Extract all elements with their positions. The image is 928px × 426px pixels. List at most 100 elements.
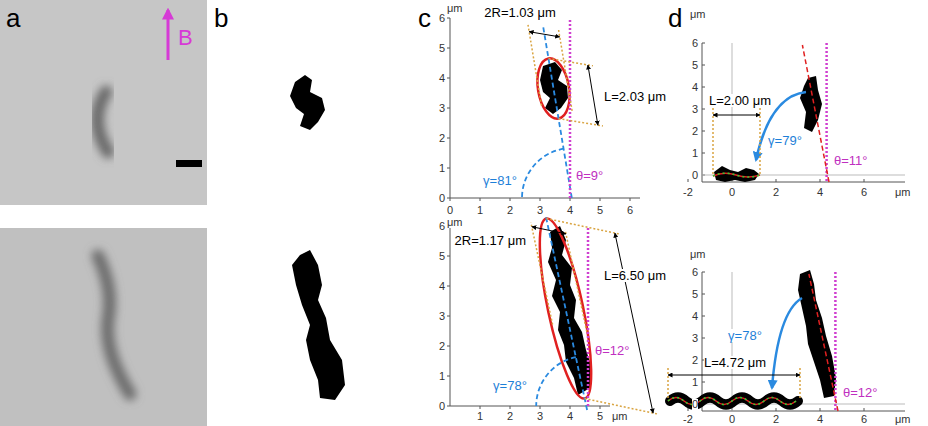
tick-label: 1 — [439, 163, 445, 174]
tick-label: 4 — [817, 414, 823, 425]
tick-label: 1 — [692, 148, 698, 159]
cell-axis — [546, 216, 587, 410]
dimension-label: 2R=1.03 μm — [484, 6, 555, 19]
angle-label: θ=11° — [834, 154, 868, 167]
field-arrow — [167, 10, 170, 60]
tick-label: 4 — [692, 311, 698, 322]
tick-label: 2 — [773, 187, 779, 198]
axis-unit: μm — [690, 249, 706, 260]
panel-letter: d — [668, 5, 682, 31]
dimension-arrow — [532, 227, 566, 234]
field-direction — [825, 43, 828, 182]
tick-label: -2 — [683, 187, 693, 198]
cell-silhouette — [548, 226, 592, 395]
tick-label: 1 — [439, 371, 445, 382]
tick-label: 4 — [692, 82, 698, 93]
tick-label: 4 — [439, 73, 445, 84]
centerline — [668, 398, 796, 405]
tick-label: -2 — [683, 414, 693, 425]
dimension-arrow — [668, 375, 800, 376]
angle-label: θ=9° — [576, 169, 603, 182]
tick-label: 4 — [439, 281, 445, 292]
tick-label: 5 — [439, 251, 445, 262]
tick-label: 4 — [567, 411, 573, 422]
cell-silhouette — [292, 250, 345, 400]
tick-label: 0 — [729, 414, 735, 425]
axis-unit: μm — [895, 187, 911, 198]
x-axis — [450, 198, 640, 199]
axis-unit: μm — [690, 9, 706, 20]
bacterium-image — [97, 92, 108, 152]
tick-label: 2 — [692, 126, 698, 137]
dimension-arrow — [529, 32, 560, 37]
dimension-label: L=2.00 μm — [709, 94, 771, 107]
tick-label: 6 — [861, 414, 867, 425]
tick-label: 2 — [439, 133, 445, 144]
tick-label: 1 — [692, 377, 698, 388]
tick-label: 0 — [439, 401, 445, 412]
y-axis — [702, 272, 703, 411]
panel-letter: c — [418, 5, 431, 31]
tick-label: 3 — [537, 205, 543, 216]
micrograph — [0, 0, 207, 205]
dimension-arrow — [615, 233, 653, 413]
angle-label: γ=78° — [493, 379, 527, 392]
cell-axis — [802, 45, 829, 182]
zero-line — [732, 272, 733, 411]
field-direction — [834, 272, 837, 411]
axis-unit: μm — [895, 414, 911, 425]
tick-label: 6 — [692, 267, 698, 278]
axis-unit: μm — [612, 411, 628, 422]
tick-label: 0 — [729, 187, 735, 198]
tick-label: 2 — [507, 205, 513, 216]
dimension-label: L=4.72 μm — [704, 356, 766, 369]
dimension-guide — [712, 108, 714, 176]
panel-letter: a — [6, 5, 20, 31]
tick-label: 6 — [439, 221, 445, 232]
tick-label: 2 — [773, 414, 779, 425]
tick-label: 3 — [537, 411, 543, 422]
field-direction — [587, 226, 590, 406]
cell-silhouette — [798, 270, 836, 398]
dimension-arrow — [713, 115, 760, 116]
tick-label: 0 — [692, 170, 698, 181]
tick-label: 6 — [439, 13, 445, 24]
bacterium-image — [98, 256, 130, 394]
dimension-guide — [546, 219, 619, 235]
centerline — [713, 173, 760, 177]
cell-axis — [809, 274, 838, 411]
tick-label: 2 — [507, 411, 513, 422]
tick-label: 3 — [692, 333, 698, 344]
dimension-guide — [549, 58, 593, 65]
cell-silhouette — [714, 166, 759, 182]
zero-line — [732, 43, 733, 182]
dimension-guide — [667, 368, 669, 398]
axis-ticks — [447, 226, 600, 409]
dimension-label: L=2.03 μm — [604, 90, 666, 103]
dimension-guide — [759, 108, 761, 176]
dimension-guide — [559, 119, 603, 126]
fit-ellipse — [529, 215, 601, 402]
tick-label: 6 — [861, 187, 867, 198]
field-label: B — [178, 27, 193, 49]
cell-silhouette — [290, 75, 325, 130]
dimension-arrow — [588, 65, 598, 125]
scale-bar — [176, 160, 202, 167]
tick-label: 1 — [477, 205, 483, 216]
dimension-guide — [531, 223, 553, 325]
tick-label: 3 — [439, 103, 445, 114]
axis-unit: μm — [447, 3, 463, 14]
axis-unit: μm — [447, 217, 463, 228]
cell-axis — [543, 25, 572, 198]
tick-label: 5 — [692, 60, 698, 71]
tick-label: 5 — [692, 289, 698, 300]
dimension-label: L=6.50 μm — [604, 269, 666, 282]
tick-label: 1 — [477, 411, 483, 422]
tick-label: 4 — [817, 187, 823, 198]
tick-label: 3 — [692, 104, 698, 115]
tick-label: 6 — [692, 38, 698, 49]
tick-label: 3 — [439, 311, 445, 322]
tick-label: 0 — [439, 193, 445, 204]
